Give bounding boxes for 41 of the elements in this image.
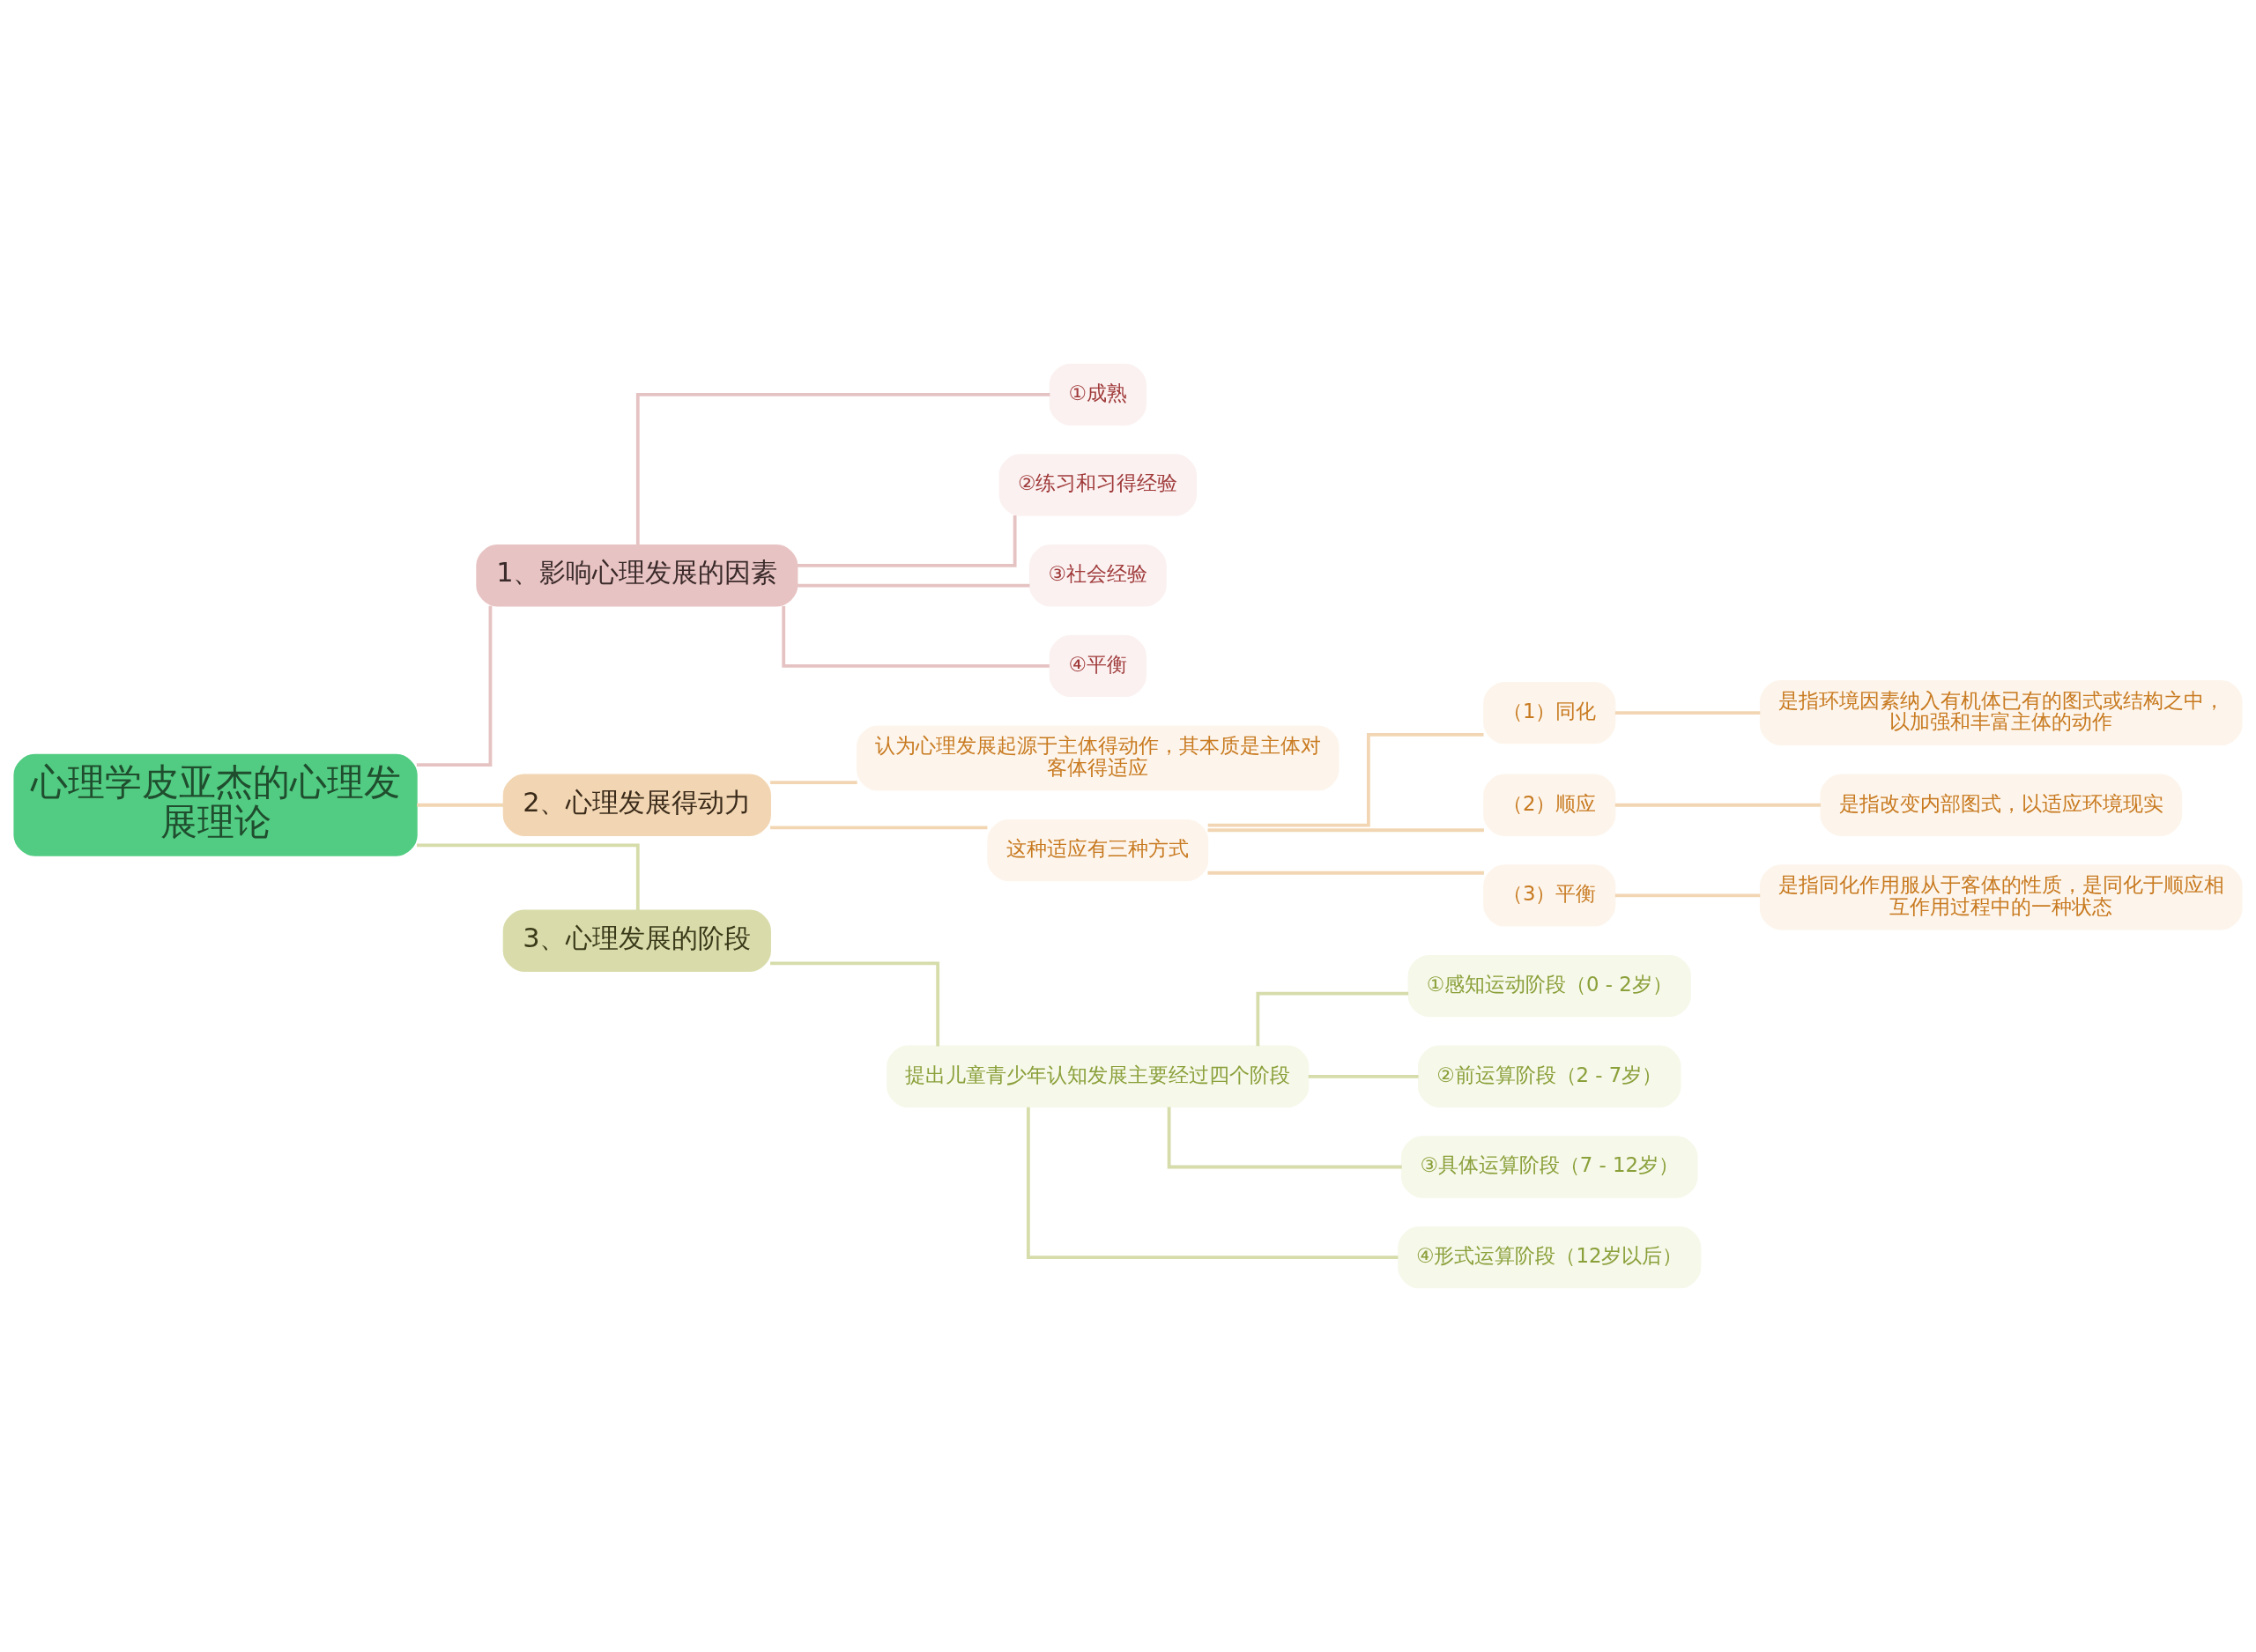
node-box: （3）平衡 [1483, 864, 1616, 927]
connector [797, 515, 1017, 567]
node-box: 提出儿童青少年认知发展主要经过四个阶段 [887, 1045, 1310, 1108]
node-box: ④平衡 [1049, 634, 1147, 698]
node-box: ①成熟 [1049, 363, 1147, 426]
connector [1614, 711, 1761, 715]
node-box: ③社会经验 [1028, 544, 1167, 607]
connector [1614, 803, 1822, 807]
connector [1207, 870, 1484, 875]
connector [416, 605, 493, 767]
node-box: （1）同化 [1483, 681, 1616, 745]
node-box: （2）顺应 [1483, 774, 1616, 836]
node-box: 3、心理发展的阶段 [502, 909, 771, 972]
node-box: 是指改变内部图式，以适应环境现实 [1820, 774, 2183, 836]
node-box: 1、影响心理发展的因素 [476, 544, 798, 607]
node-box: ②前运算阶段（2 - 7岁） [1418, 1045, 1681, 1108]
node-box: 这种适应有三种方式 [987, 819, 1209, 882]
node-box: 2、心理发展得动力 [502, 774, 771, 836]
node-box: 是指环境因素纳入有机体已有的图式或结构之中，以加强和丰富主体的动作 [1759, 680, 2243, 746]
connector [635, 392, 1050, 545]
connector [770, 781, 857, 784]
node-box: ②练习和习得经验 [998, 454, 1197, 516]
connector [1026, 1107, 1399, 1260]
node-box: 是指同化作用服从于客体的性质，是同化于顺应相互作用过程中的一种状态 [1759, 864, 2243, 930]
node-box: ①感知运动阶段（0 - 2岁） [1407, 954, 1691, 1018]
connector [1207, 828, 1484, 833]
connector [1308, 1074, 1419, 1078]
connector [798, 583, 1030, 588]
connector [1167, 1107, 1402, 1169]
connector [1207, 732, 1484, 827]
node-box: ④形式运算阶段（12岁以后） [1398, 1226, 1702, 1289]
connector [770, 961, 940, 1047]
connector [1614, 893, 1761, 898]
connector [782, 605, 1050, 668]
connector [770, 826, 988, 830]
connector [417, 803, 504, 807]
node-box: 认为心理发展起源于主体得动作，其本质是主体对客体得适应 [856, 725, 1340, 791]
node-box: 心理学皮亚杰的心理发展理论 [13, 753, 418, 856]
connector [1256, 991, 1409, 1047]
connector [416, 843, 640, 911]
node-box: ③具体运算阶段（7 - 12岁） [1400, 1136, 1698, 1198]
